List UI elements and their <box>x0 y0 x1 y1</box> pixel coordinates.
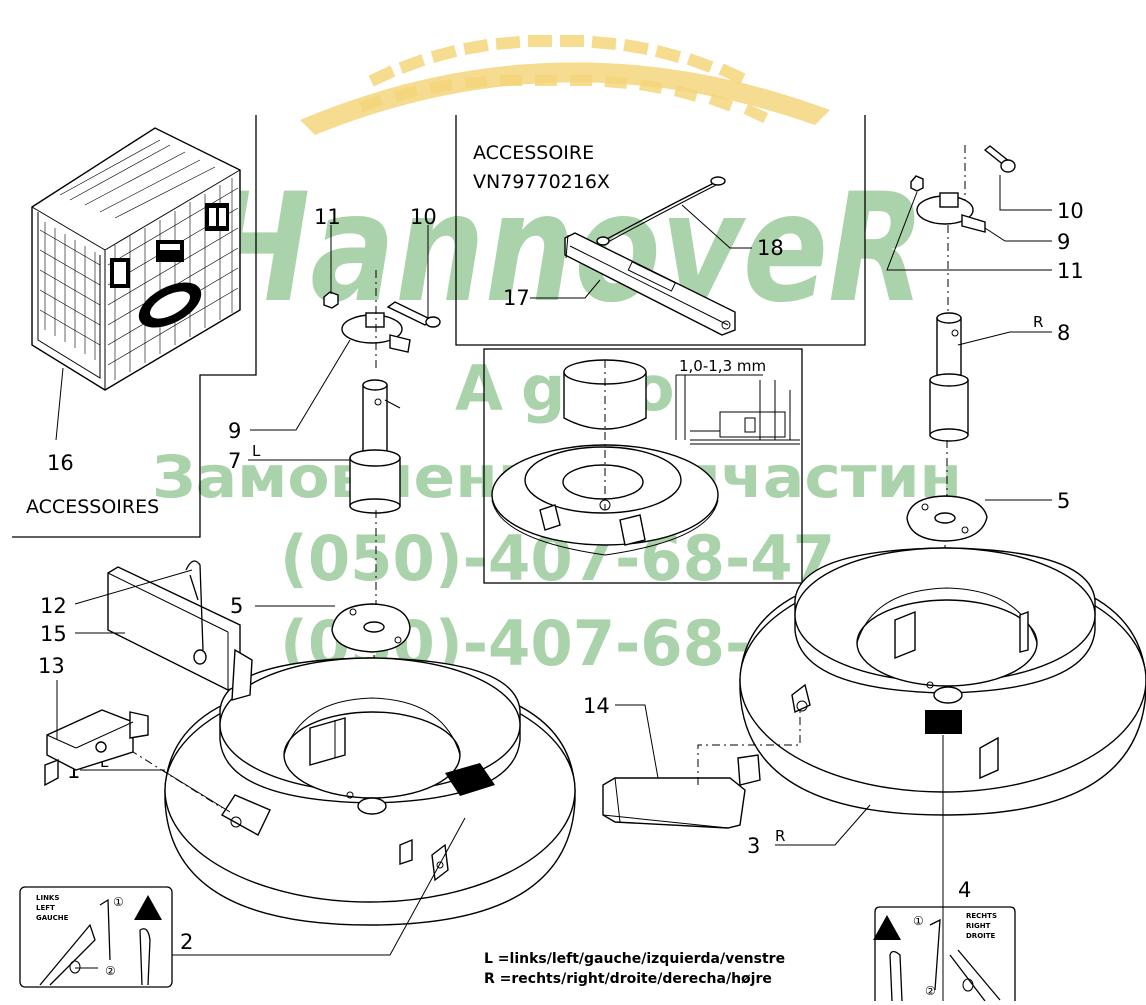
part-number-13: 13 <box>38 654 65 678</box>
side-mark-l-7: L <box>252 442 261 460</box>
accessoire-title: ACCESSOIRE <box>473 142 594 164</box>
step-1-icon: ① <box>113 895 124 909</box>
part-number-2: 2 <box>180 930 193 954</box>
part-number-15: 15 <box>40 622 67 646</box>
warning-triangle-icon <box>134 895 162 920</box>
legend-left: L =links/left/gauche/izquierda/venstre <box>484 951 785 967</box>
legend-right: R =rechts/right/droite/derecha/højre <box>484 971 772 987</box>
lock-plate-left <box>341 312 411 353</box>
accessoire-box: ACCESSOIRE VN79770216X 18 17 <box>455 115 866 346</box>
side-mark-l-1: L <box>100 753 109 771</box>
part-number-18: 18 <box>757 236 784 260</box>
accessoires-box: ACCESSOIRES 16 <box>12 115 257 538</box>
bolt-left <box>386 301 441 328</box>
pivot-shaft-right <box>929 312 969 442</box>
clamp-bracket <box>44 709 149 787</box>
svg-text:!: ! <box>145 905 151 921</box>
right-assembly: 10 11 9 8 R <box>583 145 1146 1001</box>
cover-plate <box>107 566 253 701</box>
part-number-5-right: 5 <box>1057 489 1070 513</box>
part-number-8: 8 <box>1057 321 1070 345</box>
part-number-10-left: 10 <box>410 205 437 229</box>
svg-text:!: ! <box>884 925 890 941</box>
side-mark-r-8: R <box>1033 313 1043 331</box>
spring-pin <box>185 560 204 651</box>
part-number-16: 16 <box>47 451 74 475</box>
sticker-left-line-2: LEFT <box>36 904 55 912</box>
spacer-plate-left <box>331 603 411 653</box>
part-number-9-left: 9 <box>228 419 241 443</box>
sticker-left: LINKS LEFT GAUCHE ! ① ② <box>19 886 173 988</box>
part-number-11-right: 11 <box>1057 259 1084 283</box>
clamp-bracket-right <box>602 754 761 829</box>
part-number-11-left: 11 <box>314 205 341 229</box>
accessoires-label: ACCESSOIRES <box>26 496 159 518</box>
sticker-left-line-1: LINKS <box>36 894 59 902</box>
nut-left <box>323 291 339 309</box>
left-assembly: 10 11 9 7 L <box>38 205 576 926</box>
disc-left <box>164 657 576 926</box>
spare-parts-cage <box>31 127 241 391</box>
part-number-10-right: 10 <box>1057 199 1084 223</box>
step-1-icon-right: ① <box>913 914 924 928</box>
adjustment-detail-inset: 1,0-1,3 mm <box>483 348 803 584</box>
gap-dimension-label: 1,0-1,3 mm <box>679 357 766 375</box>
sticker-right-line-3: DROITE <box>966 932 996 940</box>
warning-triangle-icon-right <box>873 915 901 940</box>
step-2-icon-right: ② <box>925 984 936 998</box>
part-number-17: 17 <box>503 286 530 310</box>
sticker-left-line-3: GAUCHE <box>36 914 69 922</box>
part-number-7: 7 <box>228 449 241 473</box>
accessoire-code: VN79770216X <box>473 171 610 193</box>
part-number-12: 12 <box>40 594 67 618</box>
spacer-plate-right <box>906 495 988 542</box>
sticker-right: RECHTS RIGHT DROITE ! ① ② <box>873 906 1016 1002</box>
part-number-3: 3 <box>747 834 760 858</box>
sticker-right-line-1: RECHTS <box>966 912 997 920</box>
gauge-bar <box>564 232 736 336</box>
side-mark-r-3: R <box>775 827 785 845</box>
gap-detail-section <box>690 380 800 445</box>
sticker-right-line-2: RIGHT <box>966 922 991 930</box>
wheat-logo <box>300 35 830 136</box>
part-number-9-right: 9 <box>1057 230 1070 254</box>
nut-right <box>910 175 924 192</box>
part-number-4: 4 <box>958 878 971 902</box>
disc-right <box>739 547 1146 816</box>
wire-cable <box>596 176 726 246</box>
lock-plate-right <box>916 192 986 233</box>
bolt-right <box>983 145 1016 173</box>
part-number-14: 14 <box>583 694 610 718</box>
part-number-5-left: 5 <box>230 594 243 618</box>
pivot-shaft-left <box>349 379 401 514</box>
step-2-icon: ② <box>105 964 116 978</box>
